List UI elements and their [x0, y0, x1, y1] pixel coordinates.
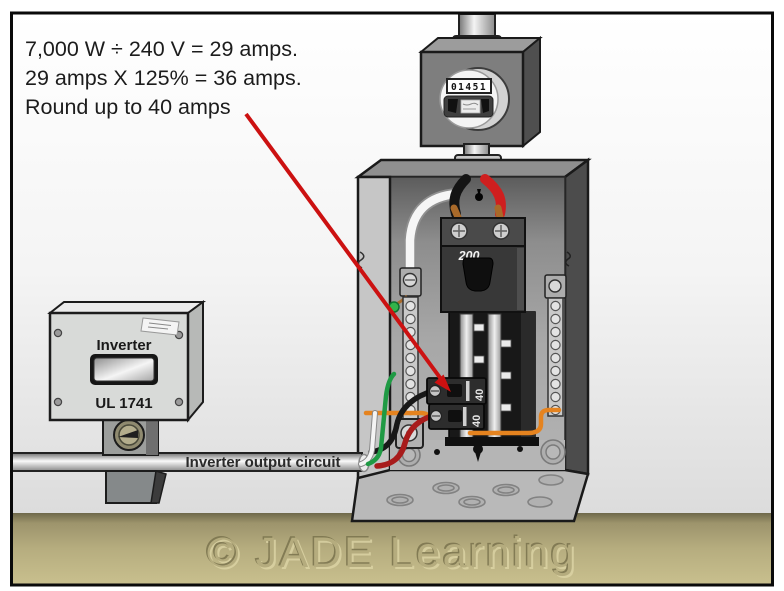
inverter-display [93, 357, 155, 382]
branch-wire-red [374, 412, 438, 469]
bus-bar [487, 313, 502, 443]
watermark-band [12, 513, 772, 585]
neutral-service-wire [405, 189, 458, 269]
breaker-rating-top: 40 [474, 389, 486, 401]
meter-nameplate [460, 99, 481, 114]
terminal-screws [550, 300, 561, 416]
panel-right-wall [563, 157, 590, 476]
annotation-line-2: 29 amps X 125% = 36 amps. [25, 66, 302, 90]
inverter-box-side [187, 300, 204, 423]
meter-box-side [522, 35, 541, 149]
svg-text:© JADE Learning: © JADE Learning [209, 531, 579, 579]
terminal-screws [405, 300, 416, 416]
slide-border [10, 11, 774, 587]
inverter: Inverter UL 1741 [47, 300, 207, 504]
svg-text:© JADE Learning: © JADE Learning [207, 529, 577, 577]
neutral-bar-left [388, 267, 424, 449]
meter-register-window [446, 78, 492, 94]
annotation-line-1: 7,000 W ÷ 240 V = 29 amps. [25, 37, 298, 61]
mounting-keyhole [473, 444, 483, 454]
annotation-line-3: Round up to 40 amps [25, 95, 231, 119]
conduit-label: Inverter output circuit [185, 454, 340, 471]
meter-box-top [418, 37, 543, 53]
main-breaker-handle [462, 257, 494, 292]
watermark: © JADE Learning © JADE Learning © JADE L… [205, 528, 579, 580]
electric-meter: 01451 [418, 13, 543, 180]
svg-text:© JADE Learning: © JADE Learning [205, 528, 575, 576]
calculation-annotation: 7,000 W ÷ 240 V = 29 amps. 29 amps X 125… [25, 37, 302, 119]
inverter-post [105, 470, 157, 504]
callout-arrow [244, 112, 451, 392]
terminal-bar-right [544, 274, 567, 417]
listing-sticker [140, 317, 180, 336]
inverter-label: Inverter [96, 337, 151, 354]
main-breaker: 200 [440, 217, 526, 313]
inverter-wire-white [359, 411, 377, 466]
wall-break-mark-right [565, 251, 571, 267]
breaker-handle [448, 410, 462, 422]
meter-reading: 01451 [451, 82, 487, 93]
breaker-handle [447, 384, 462, 397]
inverter-box-top [47, 301, 207, 314]
branch-breaker-40a: 40 40 [426, 377, 487, 430]
inverter-wire-green [365, 371, 397, 467]
breaker-stabs [473, 323, 512, 412]
ul-listing-label: UL 1741 [95, 395, 152, 412]
breaker-rating-bottom: 40 [471, 415, 483, 427]
bottom-knockouts [386, 474, 564, 509]
panel-top-face [354, 158, 592, 179]
